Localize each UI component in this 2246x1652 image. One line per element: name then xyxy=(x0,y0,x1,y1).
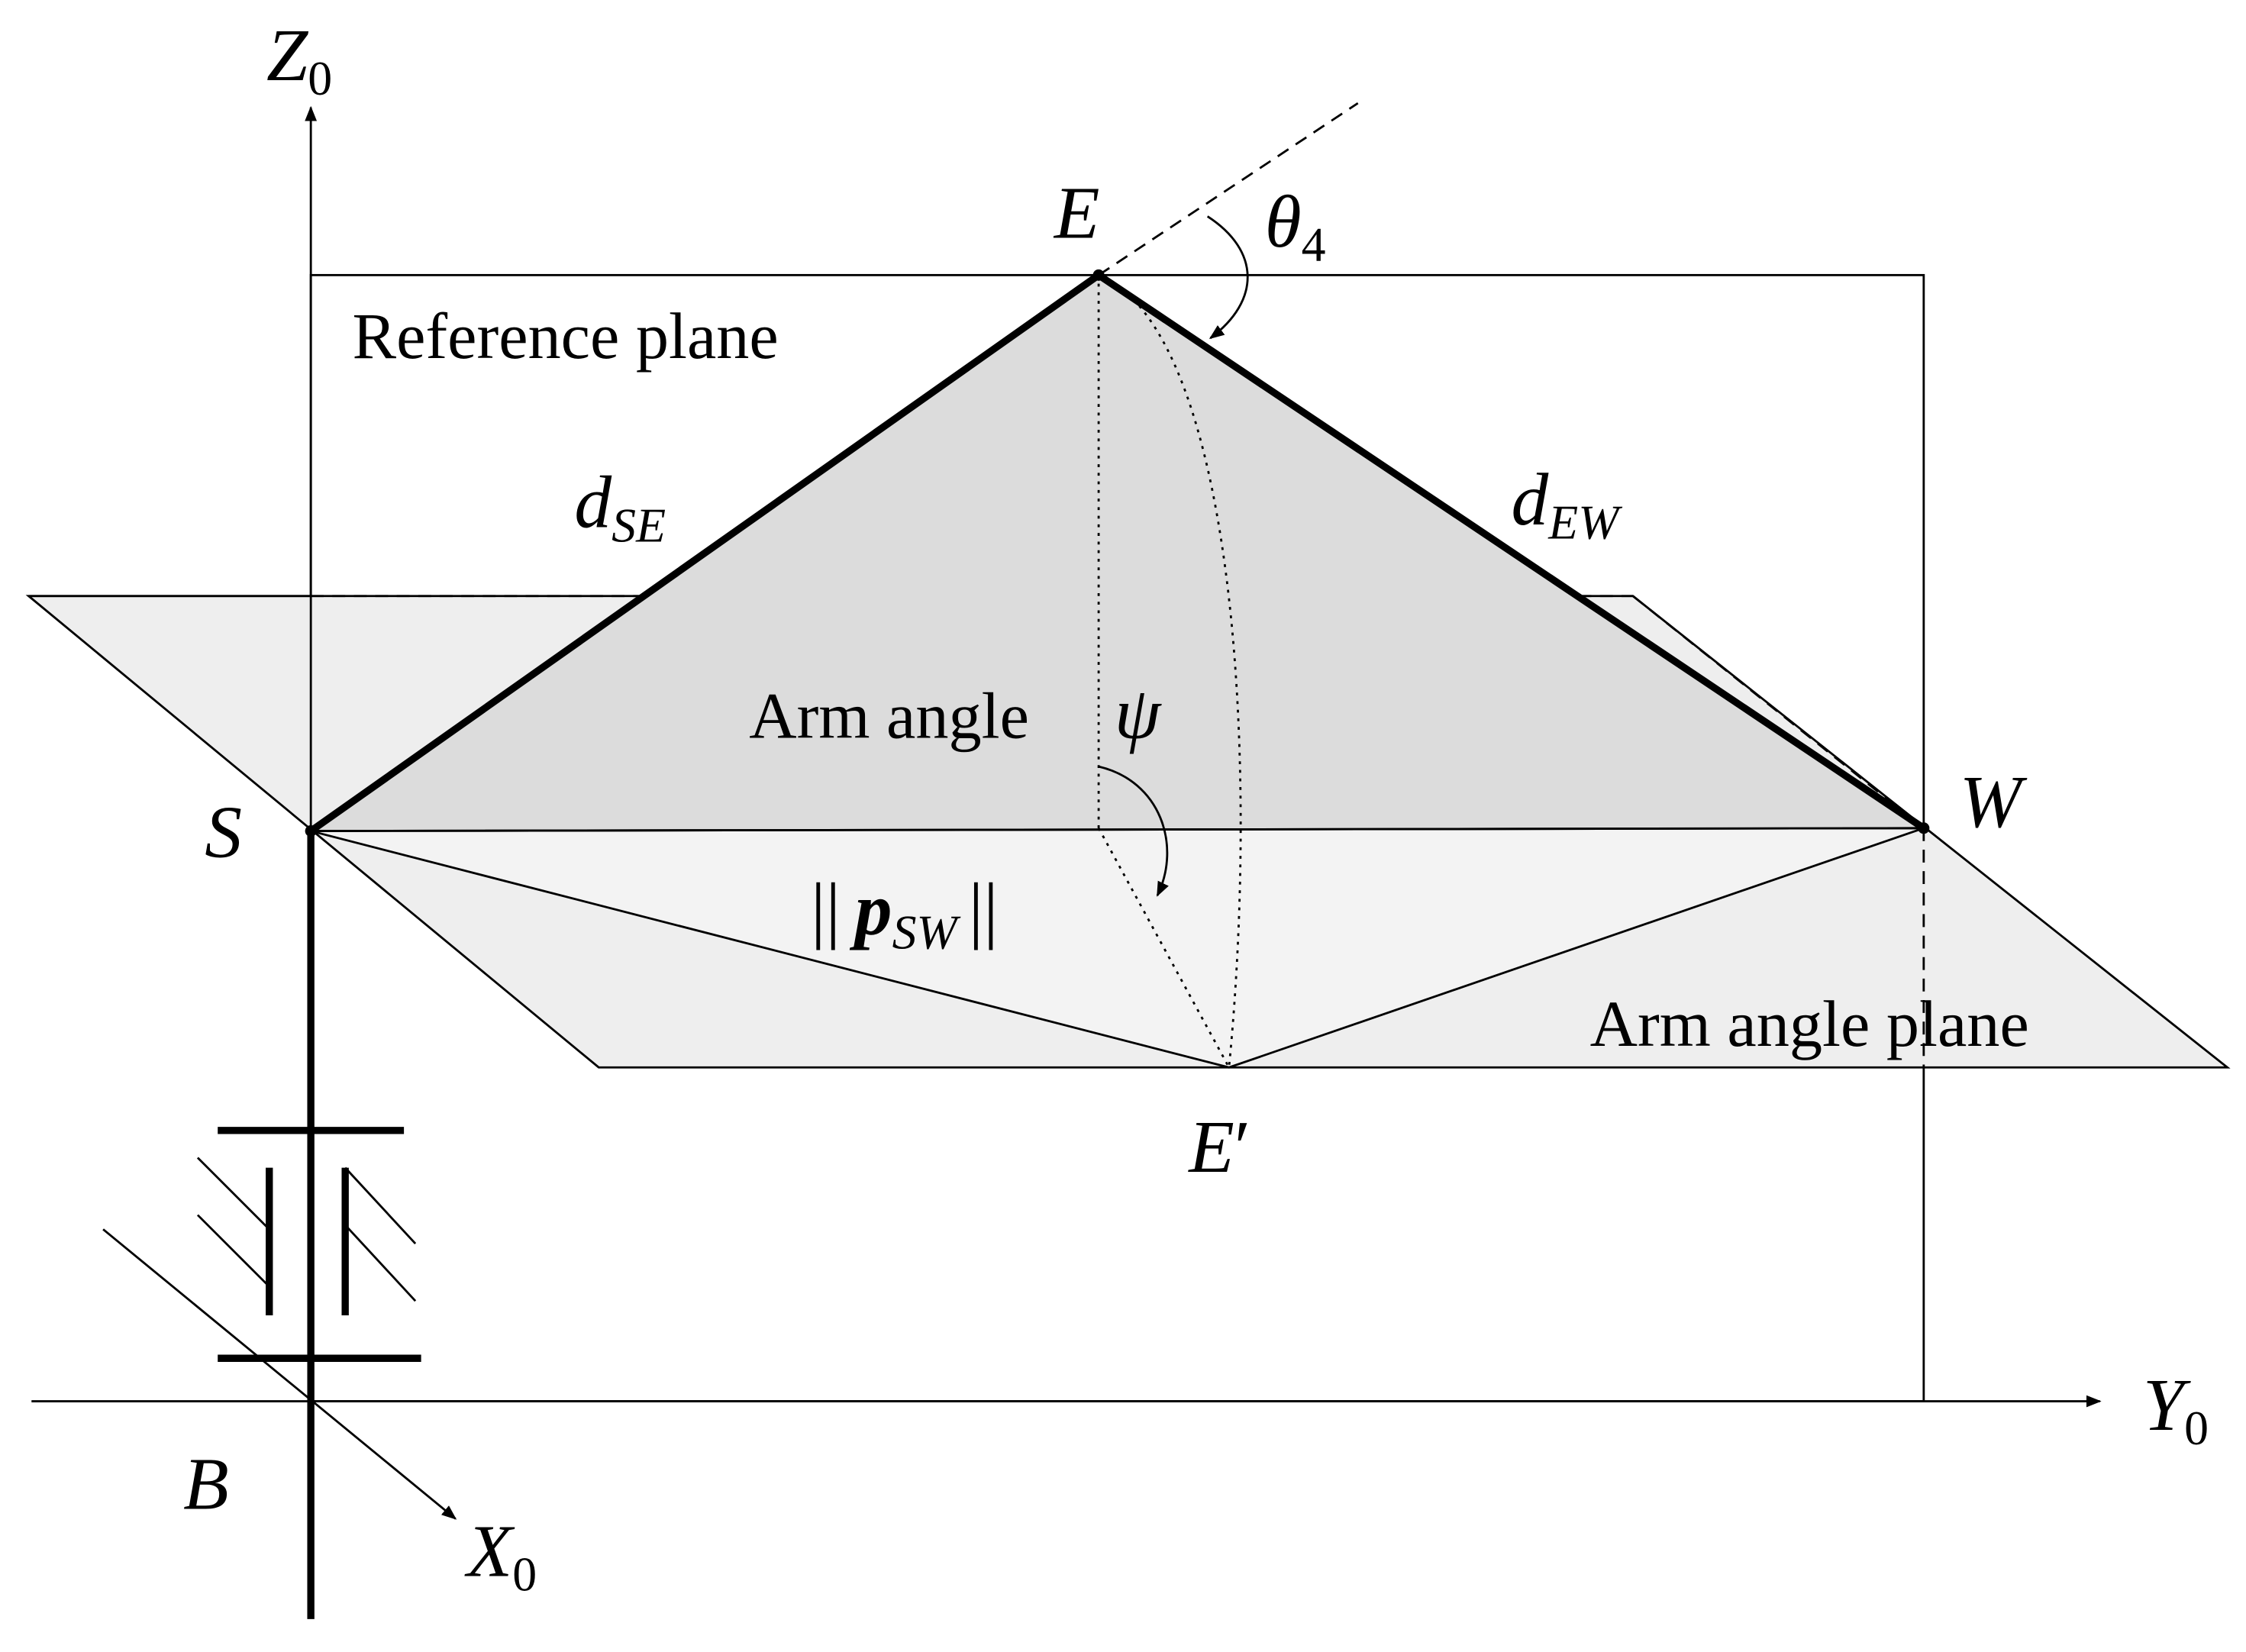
link-SE xyxy=(308,272,1101,834)
psi-label: ψ xyxy=(1115,673,1162,755)
d-se-label: dSE xyxy=(574,462,666,553)
theta-arc-arrow xyxy=(1206,215,1249,340)
dotted-to-E-prime xyxy=(1097,828,1231,1068)
point-B-label: B xyxy=(183,1443,229,1525)
arm-angle-plane-label: Arm angle plane xyxy=(1590,987,2029,1060)
psi-arc-arrow xyxy=(1098,765,1169,897)
point-S-label: S xyxy=(205,791,242,873)
dashed-extension-theta xyxy=(1098,102,1359,276)
triangle-SEW xyxy=(311,275,1924,831)
point-E-prime-label: E′ xyxy=(1187,1106,1250,1189)
base-joint-icon xyxy=(196,1127,421,1362)
x-axis-label: X0 xyxy=(464,1511,537,1602)
arm-angle-label: Arm angle xyxy=(749,679,1029,753)
theta-4-label: θ4 xyxy=(1265,181,1326,272)
x-axis xyxy=(102,1228,457,1520)
joint-E xyxy=(1092,269,1105,281)
d-ew-label: dEW xyxy=(1511,459,1622,550)
point-E-label: E xyxy=(1053,173,1100,255)
arm-plane-slant-edge xyxy=(1632,595,1925,829)
dotted-arc-E-to-E-prime xyxy=(1098,274,1242,1068)
norm-p-sw-label: ||pSW|| xyxy=(811,869,999,960)
joint-S xyxy=(305,825,317,837)
point-W-label: W xyxy=(1960,761,2028,844)
y-axis-label: Y0 xyxy=(2143,1364,2209,1455)
joint-W xyxy=(1918,822,1930,834)
reference-plane-label: Reference plane xyxy=(353,299,779,373)
z-axis-label: Z0 xyxy=(266,15,332,105)
line-SW xyxy=(311,827,1924,832)
link-EW xyxy=(1096,272,1926,831)
